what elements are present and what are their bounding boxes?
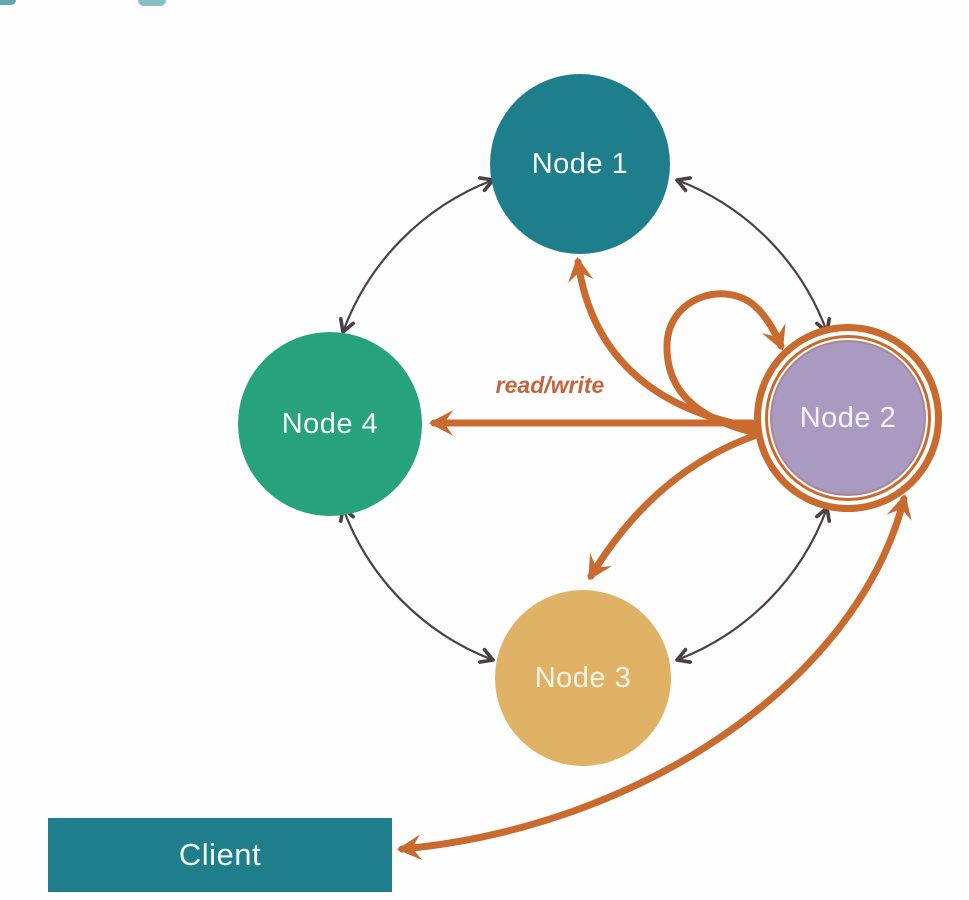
highlight-edge-node2-to-node3 [587,432,758,581]
cropped-logo-fragment [138,0,166,6]
node-1-label: Node 1 [531,147,629,180]
node-3-circle: Node 3 [495,590,671,766]
node-2-circle-highlighted: Node 2 [770,340,926,496]
client-box: Client [48,818,392,892]
cropped-logo-fragment [0,0,16,5]
ring-edge-node3-node4 [338,506,495,664]
client-label: Client [178,837,262,872]
ring-edge-node1-node2 [675,176,832,334]
highlight-edge-client-node2 [396,494,912,861]
highlight-edge-node2-self-loop [663,290,786,436]
node-4-circle: Node 4 [238,332,422,516]
ring-edge-node2-node3 [675,506,832,664]
node-3-label: Node 3 [534,661,632,694]
node-4-label: Node 4 [281,407,379,440]
read-write-edge-label: read/write [495,372,605,398]
node-1-circle: Node 1 [490,74,670,254]
ring-edge-node4-node1 [338,176,495,334]
node-2-label: Node 2 [799,401,897,434]
